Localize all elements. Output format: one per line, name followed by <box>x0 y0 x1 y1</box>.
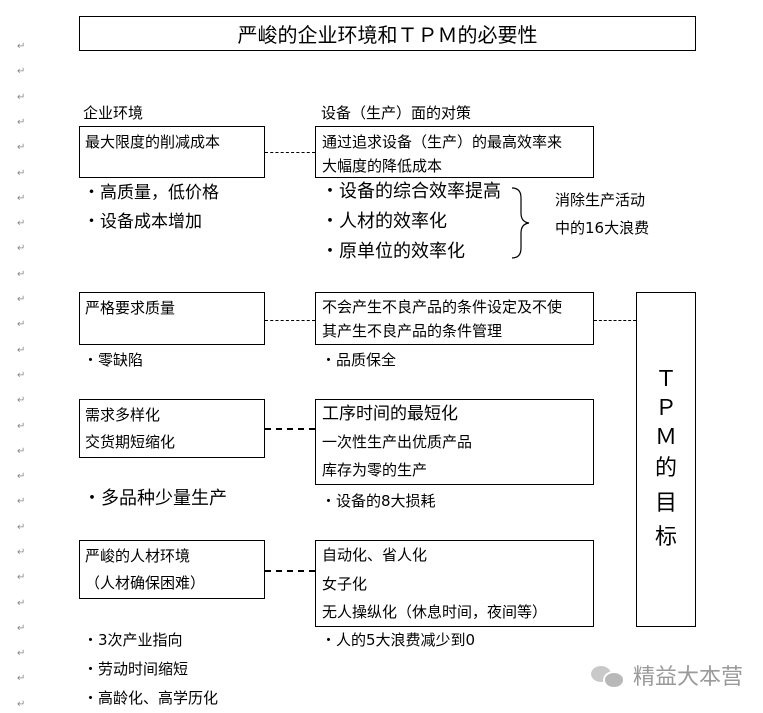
goal-char: Ｔ <box>654 367 677 392</box>
paragraph-mark: ↵ <box>17 92 26 103</box>
brace-label: 中的16大浪费 <box>555 219 650 237</box>
measure-bullet: ・设备的综合效率提高 <box>321 181 501 202</box>
paragraph-mark: ↵ <box>17 547 26 558</box>
connector-line <box>265 152 315 153</box>
paragraph-mark: ↵ <box>17 471 26 482</box>
measure-bullet: ・原单位的效率化 <box>321 241 465 262</box>
paragraph-mark: ↵ <box>17 269 26 280</box>
watermark: 精益大本营 <box>590 659 743 691</box>
watermark-text: 精益大本营 <box>632 665 743 690</box>
measure-bullet: ・人材的效率化 <box>321 211 447 232</box>
env-bullet: ・劳动时间缩短 <box>83 660 189 678</box>
measure-box-line: 自动化、省人化 <box>322 546 428 564</box>
goal-char: 目 <box>654 491 677 516</box>
brace-label: 消除生产活动 <box>555 191 646 209</box>
env-bullet: ・高龄化、高学历化 <box>83 689 219 707</box>
measure-box-line: 一次性生产出优质产品 <box>322 433 473 451</box>
measure-box-line: 其产生不良产品的条件管理 <box>322 322 503 340</box>
right-brace-shape <box>511 187 530 259</box>
goal-char: Ｐ <box>654 396 677 421</box>
paragraph-mark: ↵ <box>17 370 26 381</box>
env-bullet: ・多品种少量生产 <box>83 488 227 509</box>
paragraph-mark: ↵ <box>17 66 26 77</box>
env-box-line: 交货期短缩化 <box>85 433 176 451</box>
measure-box-staffing: 自动化、省人化 女子化 无人操纵化（休息时间，夜间等） <box>315 540 594 627</box>
right-column-header: 设备（生产）面的对策 <box>321 104 472 122</box>
paragraph-mark: ↵ <box>17 218 26 229</box>
page-title: 严峻的企业环境和ＴＰＭ的必要性 <box>237 23 538 47</box>
paragraph-mark: ↵ <box>17 496 26 507</box>
env-box-line: 最大限度的削减成本 <box>85 133 221 151</box>
paragraph-mark: ↵ <box>17 294 26 305</box>
measure-box-diversity: 工序时间的最短化 一次性生产出优质产品 库存为零的生产 <box>315 399 594 485</box>
env-box-line: 严峻的人材环境 <box>85 547 191 565</box>
wechat-icon <box>590 663 625 689</box>
tpm-goal-box: Ｔ Ｐ Ｍ 的 目 标 <box>636 292 696 627</box>
paragraph-mark: ↵ <box>17 699 26 710</box>
connector-line-to-goal <box>594 320 636 321</box>
paragraph-mark: ↵ <box>17 572 26 583</box>
measure-box-line: 大幅度的降低成本 <box>322 157 443 175</box>
paragraph-mark: ↵ <box>17 395 26 406</box>
goal-char: 的 <box>654 456 677 481</box>
env-bullet: ・零缺陷 <box>83 351 144 369</box>
measure-bullet: ・品质保全 <box>321 351 397 369</box>
measure-bullet: ・设备的8大损耗 <box>321 492 436 510</box>
paragraph-mark: ↵ <box>17 41 26 52</box>
measure-box-line: 无人操纵化（休息时间，夜间等） <box>322 603 548 621</box>
connector-line <box>265 428 315 430</box>
env-bullet: ・高质量，低价格 <box>83 183 219 203</box>
paragraph-mark: ↵ <box>17 673 26 684</box>
env-box-staffing: 严峻的人材环境 （人材确保困难） <box>79 540 265 599</box>
measure-box-line: 不会产生不良产品的条件设定及不使 <box>322 298 563 316</box>
measure-bullet: ・人的5大浪费减少到0 <box>321 631 476 649</box>
env-bullet: ・3次产业指向 <box>83 631 183 649</box>
goal-char: Ｍ <box>654 425 677 450</box>
measure-box-line: 库存为零的生产 <box>322 461 428 479</box>
left-column-header: 企业环境 <box>83 104 144 122</box>
env-bullet: ・设备成本增加 <box>83 212 202 232</box>
measure-box-quality: 不会产生不良产品的条件设定及不使 其产生不良产品的条件管理 <box>315 292 594 345</box>
paragraph-mark: ↵ <box>17 168 26 179</box>
paragraph-mark: ↵ <box>17 243 26 254</box>
env-box-line: （人材确保困难） <box>85 574 206 592</box>
connector-line <box>265 320 315 321</box>
paragraph-mark: ↵ <box>17 623 26 634</box>
paragraph-mark: ↵ <box>17 598 26 609</box>
env-box-diversity: 需求多样化 交货期短缩化 <box>79 399 265 458</box>
paragraph-mark: ↵ <box>17 193 26 204</box>
measure-box-cost: 通过追求设备（生产）的最高效率来 大幅度的降低成本 <box>315 126 594 178</box>
paragraph-mark: ↵ <box>17 142 26 153</box>
connector-line <box>265 570 315 572</box>
goal-char: 标 <box>654 525 677 550</box>
paragraph-mark: ↵ <box>17 345 26 356</box>
paragraph-mark: ↵ <box>17 421 26 432</box>
env-box-cost: 最大限度的削减成本 <box>79 126 265 178</box>
paragraph-mark: ↵ <box>17 648 26 659</box>
env-box-quality: 严格要求质量 <box>79 292 265 345</box>
measure-box-line: 通过追求设备（生产）的最高效率来 <box>322 133 563 151</box>
env-box-line: 需求多样化 <box>85 406 161 424</box>
env-box-line: 严格要求质量 <box>85 299 176 317</box>
paragraph-mark: ↵ <box>17 446 26 457</box>
title-box: 严峻的企业环境和ＴＰＭ的必要性 <box>79 16 696 51</box>
measure-box-line: 工序时间的最短化 <box>322 404 458 424</box>
paragraph-mark: ↵ <box>17 522 26 533</box>
paragraph-mark: ↵ <box>17 117 26 128</box>
measure-box-line: 女子化 <box>322 575 368 593</box>
paragraph-mark: ↵ <box>17 319 26 330</box>
